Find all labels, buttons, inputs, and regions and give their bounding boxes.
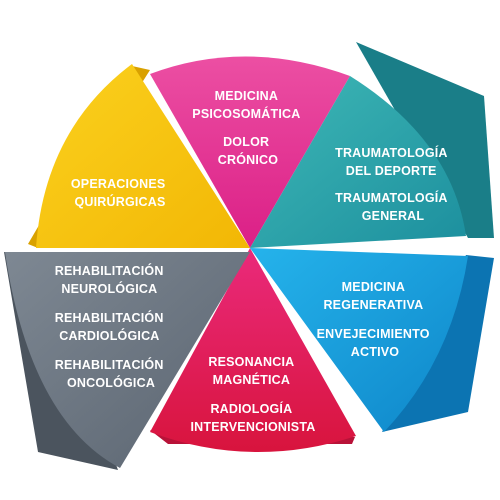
label-operaciones-quirurgicas: OPERACIONES QUIRÚRGICAS (71, 177, 169, 209)
segment-resonancia-magnetica[interactable] (150, 248, 356, 453)
label-rehabilitacion: REHABILITACIÓN NEUROLÓGICA REHABILITACIÓ… (55, 263, 168, 390)
segment-rehabilitacion[interactable] (5, 252, 250, 468)
segment-operaciones-quirurgicas[interactable] (36, 64, 250, 248)
label-medicina-regenerativa: MEDICINA REGENERATIVA ENVEJECIMIENTO ACT… (317, 280, 434, 359)
teal-flap (356, 42, 494, 238)
label-resonancia-magnetica: RESONANCIA MAGNÉTICA RADIOLOGÍA INTERVEN… (191, 355, 316, 434)
segment-labels: MEDICINA PSICOSOMÁTICA DOLOR CRÓNICO TRA… (55, 89, 451, 434)
segments (5, 56, 468, 468)
segment-traumatologia[interactable] (250, 76, 466, 248)
label-medicina-psicosomatica: MEDICINA PSICOSOMÁTICA DOLOR CRÓNICO (192, 89, 303, 167)
segment-medicina-psicosomatica[interactable] (150, 56, 350, 249)
label-traumatologia: TRAUMATOLOGÍA DEL DEPORTE TRAUMATOLOGÍA … (335, 145, 451, 223)
segment-medicina-regenerativa[interactable] (250, 248, 468, 432)
